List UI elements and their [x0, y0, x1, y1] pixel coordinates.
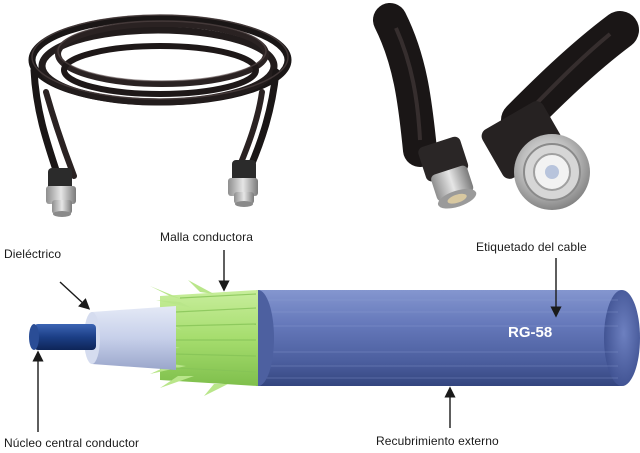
central-core-label: Núcleo central conductor	[4, 436, 140, 450]
coaxial-cable-cross-section	[29, 280, 640, 396]
central-core-shape	[29, 324, 96, 350]
dielectric-shape	[84, 306, 176, 370]
dielectric-label: Dieléctrico	[4, 247, 62, 261]
coaxial-cable-coil-photo	[28, 14, 292, 217]
outer-jacket-label: Recubrimiento externo	[376, 434, 499, 448]
conductive-mesh-label: Malla conductora	[160, 230, 253, 244]
cable-type-marking: RG-58	[508, 324, 553, 341]
cable-labeling-label: Etiquetado del cable	[476, 240, 587, 254]
dielectric-arrow	[59, 281, 91, 310]
bnc-connector-closeup-photo	[373, 3, 639, 210]
outer-jacket-shape	[242, 290, 640, 386]
